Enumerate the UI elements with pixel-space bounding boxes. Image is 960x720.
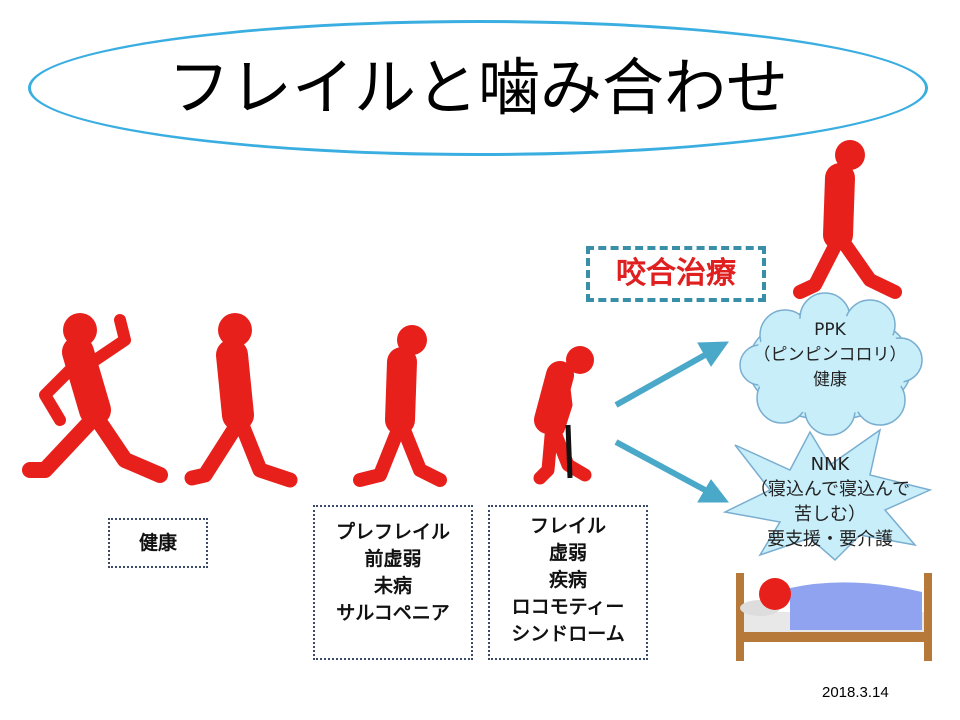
nnk-line: 苦しむ）	[794, 504, 866, 525]
stage-line: 未病	[373, 575, 412, 597]
ppk-text: PPK （ピンピンコロリ） 健康	[745, 318, 915, 393]
walking-figure-prefrail	[353, 325, 447, 487]
stage-line: ロコモティー	[511, 596, 625, 618]
title-ellipse	[28, 20, 928, 156]
ppk-line: PPK	[814, 320, 846, 340]
ppk-line: 健康	[813, 370, 847, 390]
cloud-shape	[739, 292, 923, 436]
cane	[565, 424, 573, 479]
arrowhead-down	[697, 479, 730, 503]
date-label: 2018.3.14	[822, 684, 889, 701]
burst-shape	[722, 428, 933, 562]
stage-line: 虚弱	[548, 542, 587, 564]
arrow-down-to-nnk	[614, 439, 707, 493]
nnk-line: NNK	[810, 454, 850, 475]
nnk-text: NNK （寝込んで寝込んで 苦しむ） 要支援・要介護	[720, 452, 940, 552]
walking-figure-healthy-1	[22, 313, 168, 483]
stage-line: シンドローム	[511, 623, 625, 645]
arrows	[614, 341, 730, 503]
stage-line: 健康	[138, 532, 177, 554]
walking-figure-healthy-2	[184, 313, 298, 488]
stage-line: 前虚弱	[364, 548, 422, 570]
nnk-line: （寝込んで寝込んで	[749, 479, 911, 500]
arrowhead-up	[697, 341, 729, 367]
bed-illustration	[736, 573, 932, 661]
stage-line: サルコペニア	[336, 602, 450, 624]
ppk-line: （ピンピンコロリ）	[753, 345, 907, 365]
arrow-up-to-ppk	[614, 352, 707, 408]
page-title: フレイルと噛み合わせ	[167, 51, 788, 124]
walking-figure-ppk	[793, 140, 902, 299]
stage-line: 疾病	[548, 569, 587, 591]
stage-box-frail: フレイル 虚弱 疾病 ロコモティー シンドローム	[488, 505, 648, 660]
stage-box-prefrail: プレフレイル 前虚弱 未病 サルコペニア	[313, 505, 473, 660]
nnk-line: 要支援・要介護	[767, 529, 893, 550]
stage-line: フレイル	[529, 515, 606, 537]
stage-box-healthy: 健康	[108, 518, 208, 568]
treatment-label: 咬合治療	[586, 246, 766, 302]
stage-line: プレフレイル	[335, 521, 450, 543]
